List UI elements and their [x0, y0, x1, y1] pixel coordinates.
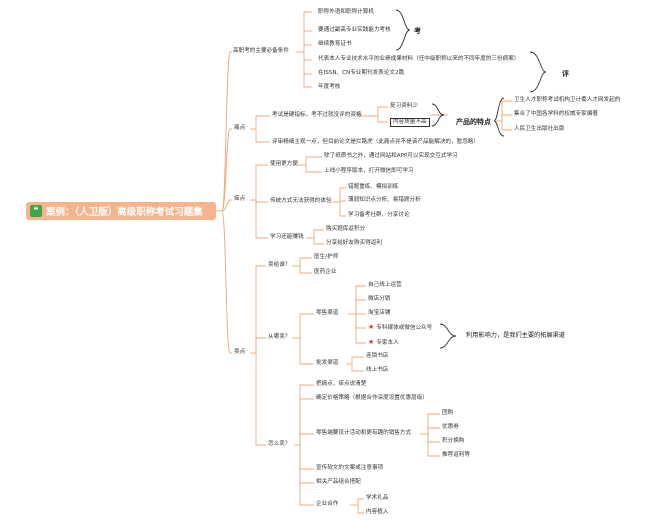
quote-icon: ❝	[30, 205, 42, 217]
leaf-item[interactable]: 卫生人才职称考试机构卫计委人才网发起的	[514, 97, 621, 103]
leaf-item[interactable]: 自己线上运营	[368, 282, 402, 288]
leaf-item[interactable]: 评审精细主观一点，但目前论文是拦路虎（此痛点并不是该产品能解决的，暂忽略）	[272, 139, 479, 145]
leaf-item[interactable]: 相关产品组合搭配	[316, 479, 361, 485]
leaf-item[interactable]: 连锁书店	[366, 353, 389, 359]
branch-selling-point[interactable]: 卖点	[234, 349, 246, 355]
leaf-item[interactable]: 批发渠道	[316, 360, 339, 366]
group-label-ping: 评	[562, 70, 569, 78]
leaf-item[interactable]: 错题重练、模拟训练	[348, 184, 399, 190]
channel-note: 利用影响力，是我们主要的拓展渠道	[466, 332, 565, 339]
leaf-item[interactable]: 使用更方便	[270, 161, 298, 167]
leaf-item-featured[interactable]: ★专科媒体或微信公众号	[368, 323, 433, 332]
root-title: 案例：（人卫版）高级职称考试习题集	[46, 207, 203, 218]
leaf-item[interactable]: 优惠券	[442, 424, 459, 430]
leaf-item[interactable]: 学习还能赚钱	[270, 234, 304, 240]
star-icon: ★	[368, 338, 375, 346]
leaf-item[interactable]: 人民卫生出版社出版	[514, 126, 565, 132]
leaf-item[interactable]: 从哪卖？	[268, 334, 291, 340]
leaf-item[interactable]: 传统方式无法获得的体验	[270, 198, 332, 204]
leaf-item[interactable]: 薄弱知识点分析、易错题分析	[348, 197, 421, 203]
leaf-item[interactable]: 内容质量不高	[390, 118, 430, 127]
leaf-item[interactable]: 考试是硬指标，考不过就没评的资格	[272, 112, 362, 118]
leaf-item[interactable]: 年度考核	[318, 84, 341, 90]
leaf-item[interactable]: 把痛点，痒点说清楚	[316, 381, 367, 387]
leaf-item[interactable]: 学术礼品	[366, 495, 389, 501]
star-icon: ★	[368, 323, 375, 331]
leaf-item[interactable]: 团购	[442, 410, 454, 416]
leaf-item[interactable]: 积分换购	[442, 438, 465, 444]
leaf-item[interactable]: 学习备考社群、分享讨论	[348, 212, 410, 218]
leaf-item[interactable]: 复习资料少	[390, 103, 418, 109]
leaf-item[interactable]: 购买题库返积分	[326, 226, 366, 232]
branch-itch-point[interactable]: 痒点	[234, 196, 246, 202]
leaf-item[interactable]: 内容植入	[366, 509, 389, 515]
leaf-item[interactable]: 线上书店	[366, 367, 389, 373]
leaf-item-featured[interactable]: ★专家本人	[368, 338, 399, 347]
branch-pain-point[interactable]: 痛点	[234, 125, 246, 131]
leaf-item[interactable]: 宣传软文的文案或注意事项	[316, 465, 384, 471]
product-features-label: 产品的特点	[456, 118, 491, 126]
leaf-item[interactable]: 医药企业	[314, 269, 337, 275]
leaf-item[interactable]: 企业合作	[316, 501, 339, 507]
leaf-item[interactable]: 推荐返利等	[442, 452, 470, 458]
leaf-item[interactable]: 卖给谁？	[268, 262, 291, 268]
branch-requirements[interactable]: 高职考的主要必备条件	[233, 48, 289, 54]
leaf-item[interactable]: 淘宝店铺	[368, 310, 391, 316]
leaf-item[interactable]: 上线小程序版本，打开微信即可学习	[324, 168, 414, 174]
leaf-item[interactable]: 要通过副高专业实践能力考核	[318, 27, 391, 33]
leaf-item[interactable]: 微店分销	[368, 296, 391, 302]
leaf-item[interactable]: 零售端要设计活动和更有趣的销售方式	[316, 430, 412, 436]
leaf-item[interactable]: 怎么卖？	[268, 441, 291, 447]
leaf-item[interactable]: 职称外语和职称计算机	[318, 9, 374, 15]
leaf-item[interactable]: 确定价格策略（根据合作深度设置优惠层级）	[316, 395, 428, 401]
group-label-kao: 考	[414, 27, 421, 35]
leaf-item[interactable]: 代表本人专业技术水平的业绩成果材料（任中级职称以来的不同年度的三份病案）	[318, 56, 520, 62]
leaf-item[interactable]: 分享给好友购买得返利	[326, 240, 382, 246]
leaf-item[interactable]: 在ISSN、CN专业期刊发表论文2篇	[318, 70, 405, 76]
leaf-item[interactable]: 零售渠道	[316, 310, 339, 316]
leaf-item[interactable]: 除了纸质书之外，通过网站和APP可以实现交互式学习	[324, 153, 458, 159]
leaf-item[interactable]: 继续教育证书	[318, 41, 352, 47]
leaf-item[interactable]: 医生/护师	[314, 254, 339, 260]
root-topic[interactable]: ❝ 案例：（人卫版）高级职称考试习题集	[26, 202, 216, 220]
leaf-item[interactable]: 集合了中国各学科的权威专家编著	[514, 111, 598, 117]
